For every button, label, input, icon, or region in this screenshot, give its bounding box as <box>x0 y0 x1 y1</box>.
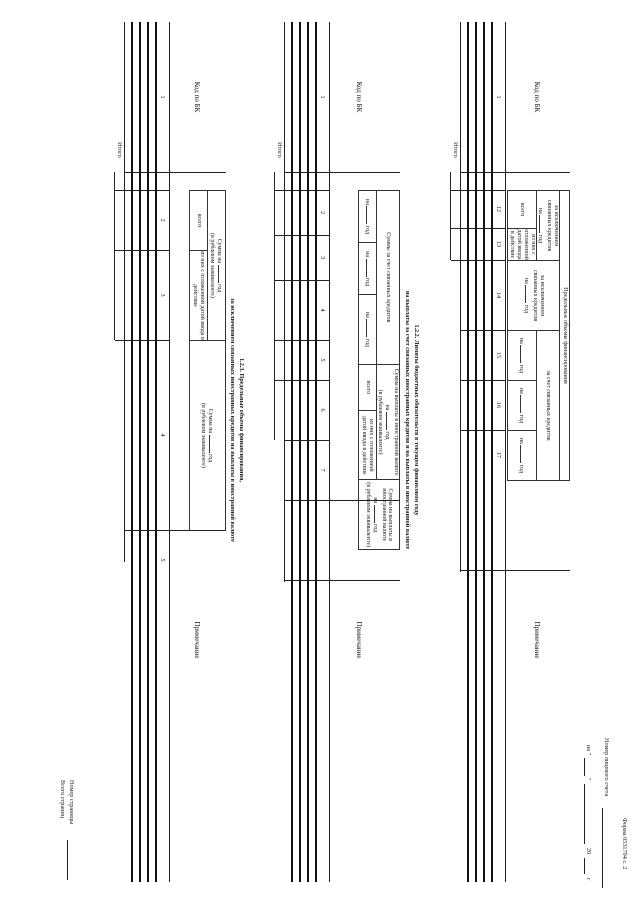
s122-title-2: на выплаты за счет связанных иностранных… <box>404 290 411 550</box>
s122-group-tied: Суммы за счет связанных кредитов <box>376 190 400 365</box>
year-line <box>584 858 585 874</box>
t1-group-tied: за счет связанных кредитов <box>536 330 560 481</box>
s123-row-line <box>155 22 157 882</box>
date-quote: " <box>585 778 592 781</box>
s122-iz-nih: из них с отложенной датой ввода в действ… <box>358 410 377 480</box>
day-line <box>584 758 585 776</box>
t1-iz-nih: из них с отложенной датой ввода в действ… <box>507 228 537 261</box>
t1-header-table: Предельные объемы финансирования за искл… <box>507 190 570 581</box>
s123-header-table: Сумма на год(в рублевом эквиваленте) Сум… <box>189 190 226 531</box>
t1-num-16: 16 <box>495 401 502 409</box>
s122-num-5: 5 <box>319 358 326 362</box>
t1-header-main: Предельные объемы финансирования <box>559 190 570 481</box>
s122-itogo: Итого <box>276 142 283 158</box>
s122-tied-1: на год <box>358 190 377 243</box>
t1-primechanie-header: Примечание <box>533 621 541 659</box>
s122-title-1: 1.2.2. Лимиты бюджетных обязательств в т… <box>413 324 420 516</box>
s122-primechanie-header: Примечание <box>355 621 363 659</box>
s123-num-2: 2 <box>159 218 166 222</box>
t1-row-line <box>491 22 493 882</box>
s123-iz-nih: из них с отложенной датой ввода в действ… <box>189 250 208 341</box>
t1-row-line <box>475 22 477 882</box>
s123-title-2: за исключением связанных иностранных кре… <box>229 298 236 542</box>
s122-num-2: 2 <box>319 210 326 215</box>
account-line <box>602 808 603 888</box>
s122-row-line <box>299 22 301 882</box>
s122-num-1: 1 <box>319 95 326 99</box>
s122-num-7: 7 <box>319 468 326 472</box>
s122-group-fx2: Сумма на выплаты в иностранной валютена … <box>358 479 400 550</box>
s122-vsego: всего <box>358 364 377 411</box>
s123-num-5: 5 <box>159 558 166 562</box>
t1-row-line <box>483 22 485 882</box>
t1-num-1: 1 <box>495 95 502 99</box>
s123-num-3: 3 <box>159 293 166 297</box>
t1-tied-3: на год <box>507 430 537 481</box>
t1-row-line <box>467 22 469 882</box>
form-label: Форма 0531794 с. 2 <box>621 818 628 870</box>
year-suffix: г <box>585 878 592 881</box>
t1-num-17: 17 <box>495 451 502 459</box>
s123-group-sum2: Сумма на год(в рублевом эквиваленте) <box>189 340 226 531</box>
date-prefix: на " <box>585 745 592 756</box>
s123-num-4: 4 <box>159 433 166 437</box>
s123-kod-header: Код по БК <box>193 81 201 113</box>
s123-vsego: всего <box>189 190 208 251</box>
page-number-label: Номер страницы <box>68 780 75 825</box>
s123-row-line <box>147 22 149 882</box>
s122-row-line <box>307 22 309 882</box>
t1-num-14: 14 <box>495 291 502 299</box>
s123-title-1: 1.2.3. Предельные объемы финансирования, <box>238 358 245 482</box>
s122-num-4: 4 <box>319 308 326 312</box>
s122-kod-header: Код по БК <box>355 81 363 113</box>
account-label: Номер лицевого счета <box>603 738 610 797</box>
t1-vsego: всего <box>507 190 537 229</box>
s122-tied-3: на год <box>358 294 377 365</box>
s122-row-line <box>291 22 293 882</box>
t1-tied-1: на год <box>507 330 537 381</box>
t1-itogo: Итого <box>452 142 459 158</box>
s122-header-table: Суммы за счет связанных кредитов Сумма н… <box>358 190 400 550</box>
page-number-line <box>67 840 68 880</box>
s123-itogo: Итого <box>116 142 123 158</box>
s122-tied-2: на год <box>358 242 377 295</box>
t1-num-15: 15 <box>495 351 502 359</box>
t1-tied-2: на год <box>507 380 537 431</box>
t1-kod-header: Код по БК <box>533 81 541 113</box>
s123-row-line <box>139 22 141 882</box>
s123-group-sum: Сумма на год(в рублевом эквиваленте) <box>207 190 226 341</box>
t1-num-12: 12 <box>495 205 502 213</box>
s122-num-6: 6 <box>319 408 326 412</box>
pages-total-label: Всего страниц <box>59 780 66 819</box>
s122-row-line <box>315 22 317 882</box>
year-prefix: 20 <box>585 848 592 855</box>
t1-num-13: 13 <box>495 240 502 248</box>
s123-row-line <box>131 22 133 882</box>
s122-num-3: 3 <box>319 255 326 260</box>
s123-primechanie-header: Примечание <box>193 621 201 659</box>
month-line <box>584 784 585 844</box>
s123-num-1: 1 <box>159 95 166 99</box>
